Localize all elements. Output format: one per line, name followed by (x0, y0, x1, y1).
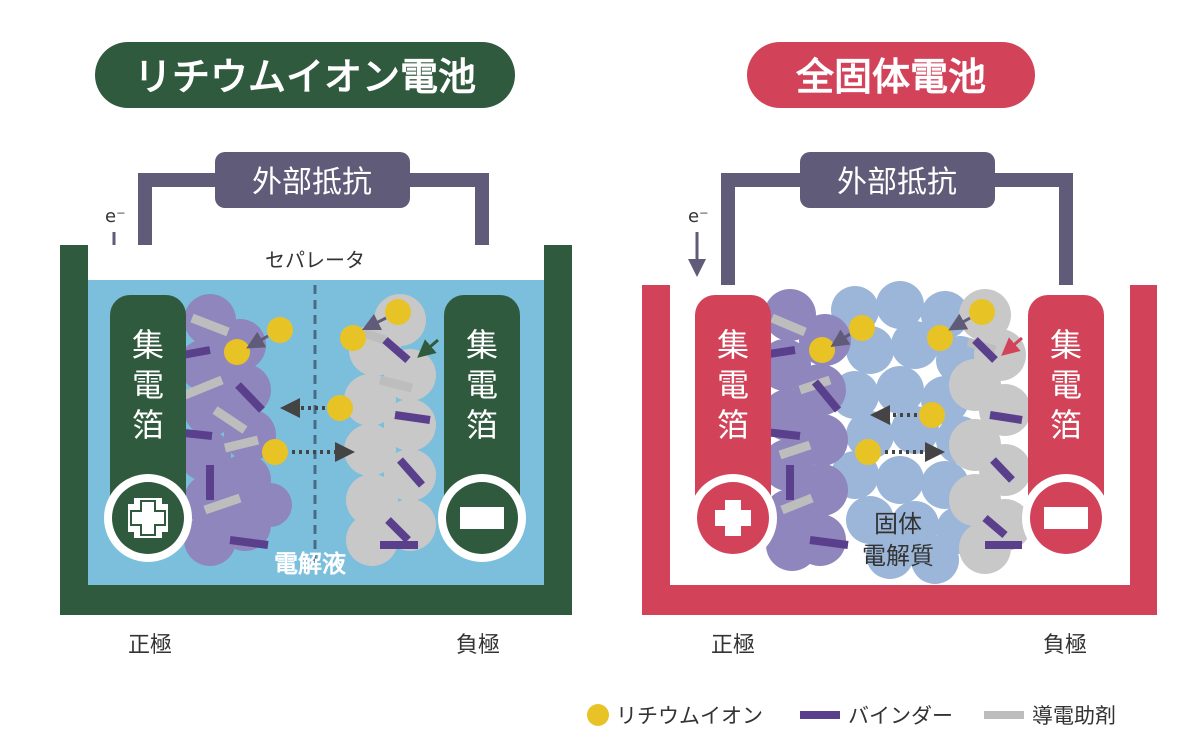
right-lithium-ions (809, 299, 995, 465)
right-electrolyte-label: 電解質 (862, 542, 934, 570)
left-separator-label: セパレータ (265, 248, 365, 272)
left-electrolyte-label: 電解液 (274, 550, 346, 578)
left-ion-arrows (246, 313, 439, 462)
all-solid-state-battery-diagram: 全固体電池 外部抵抗 e⁻ (642, 42, 1157, 658)
right-negative-collector-char: 集 (1050, 326, 1082, 364)
left-title-pill (95, 42, 515, 108)
right-resistor-label: 外部抵抗 (837, 165, 957, 200)
legend-binder-label: バインダー (848, 704, 953, 728)
left-lithium-ions (224, 299, 411, 465)
right-positive-collector-char: 集 (717, 326, 749, 364)
left-minus-icon (438, 474, 526, 562)
left-title: リチウムイオン電池 (134, 55, 476, 99)
right-positive-collector-char: 箔 (717, 406, 749, 444)
right-resistor-box (800, 152, 995, 208)
right-positive-collector-char: 電 (717, 366, 749, 404)
right-electron-label: e⁻ (688, 206, 709, 227)
right-negative-collector-char: 箔 (1050, 406, 1082, 444)
legend: リチウムイオン バインダー 導電助剤 (587, 704, 1116, 728)
left-plus-icon (104, 474, 192, 562)
right-negative-label: 負極 (1043, 633, 1087, 658)
right-positive-label: 正極 (711, 633, 755, 658)
legend-lithium-ion-label: リチウムイオン (616, 704, 763, 728)
right-plus-icon (689, 474, 777, 562)
legend-binder-swatch (800, 711, 840, 719)
right-title-pill (747, 42, 1035, 108)
legend-conductive-label: 導電助剤 (1032, 704, 1116, 728)
left-positive-collector-char: 電 (132, 366, 164, 404)
left-resistor-box (215, 152, 410, 208)
legend-lithium-ion-swatch (587, 704, 609, 726)
left-positive-collector-char: 箔 (132, 406, 164, 444)
left-positive-label: 正極 (128, 633, 172, 658)
left-electron-label: e⁻ (105, 206, 126, 227)
legend-conductive-swatch (984, 711, 1024, 719)
right-title: 全固体電池 (795, 55, 986, 99)
left-negative-collector-char: 箔 (466, 406, 498, 444)
right-ion-arrows (830, 313, 1023, 462)
lithium-ion-battery-diagram: リチウムイオン電池 外部抵抗 e⁻ セパレータ (60, 42, 572, 658)
right-electrolyte-label: 固体 (874, 510, 922, 538)
left-positive-collector-char: 集 (132, 326, 164, 364)
left-negative-collector-char: 集 (466, 326, 498, 364)
left-negative-collector-char: 電 (466, 366, 498, 404)
right-external-wire (721, 173, 1073, 300)
right-minus-icon (1022, 474, 1110, 562)
right-binder-bars (761, 337, 1023, 549)
right-negative-collector-char: 電 (1050, 366, 1082, 404)
left-negative-label: 負極 (456, 633, 500, 658)
left-resistor-label: 外部抵抗 (252, 165, 372, 200)
